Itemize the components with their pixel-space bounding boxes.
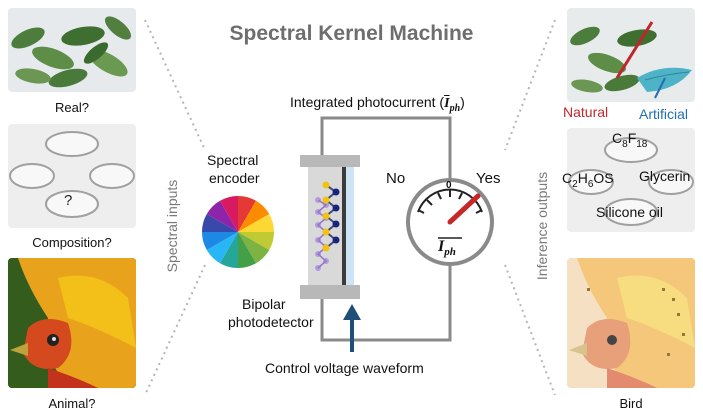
photocurrent-close: ) [460,94,465,110]
encoder-label-line2: encoder [209,170,260,186]
yellow-chain [322,181,340,252]
photocurrent-sub: ph [449,102,461,114]
dish-illustration [9,131,135,218]
caption-real: Real? [55,100,89,115]
meter-needle [447,193,481,225]
leaf-illustration [11,16,132,88]
bird-photo [8,258,136,388]
c8f18-18: 18 [636,138,648,150]
c2h6os-c: C [562,170,573,186]
leaf-output-illustration [570,21,692,99]
dish-output-illustration [568,137,694,226]
bird-output-photo [567,258,695,388]
leaves-photo [8,8,136,92]
meter-yes-label: Yes [476,170,501,187]
photocurrent-text: Integrated photocurrent ( [290,94,445,110]
c2h6os-h: H [577,170,588,186]
meter-zero-label: 0 [446,180,452,191]
dishes-output-photo [567,128,695,232]
color-wheel-icon [201,195,275,269]
detector-label-line2: photodetector [228,314,314,330]
c2h6os-os: OS [593,170,614,186]
inference-outputs-label: Inference outputs [534,171,550,281]
dishes-photo: ? [8,124,136,228]
bird-illustration [8,258,136,388]
meter-no-label: No [386,170,406,187]
c8f18-f: F [627,130,637,146]
meter-symbol-sub: ph [444,246,456,259]
unknown-mark: ? [64,192,73,209]
natural-label: Natural [563,104,609,120]
meter-symbol-i: I [438,238,445,255]
detector-layer [342,167,346,285]
photocurrent-label: Integrated photocurrent (Iph) [290,94,465,114]
c2h6os-6: 6 [587,178,594,190]
detector-electrode [346,167,354,285]
label-c8f18: C8F18 [612,130,647,150]
artificial-label: Artificial [639,106,689,122]
label-glycerin: Glycerin [639,168,691,184]
c2h6os-2: 2 [572,178,578,190]
label-silicone: Silicone oil [596,204,663,220]
encoder-label-line1: Spectral [207,152,259,168]
diagram-title: Spectral Kernel Machine [229,22,474,45]
bird-output-illustration [567,258,695,388]
photocurrent-symbol: I [444,96,450,111]
meter-symbol: Iph [438,238,456,258]
c8f18-c: C [612,130,623,146]
control-arrow-head [343,304,361,320]
detector-top-clamp [300,155,360,167]
control-voltage-label: Control voltage waveform [265,360,424,376]
detector-bottom-clamp [300,285,360,299]
caption-composition: Composition? [32,235,112,250]
label-ethanol: C2H6OS [562,170,614,190]
detector-label-line1: Bipolar [242,296,286,312]
caption-bird: Bird [619,396,643,411]
c8f18-8: 8 [622,138,628,150]
leaves-output-photo [567,8,695,102]
caption-animal: Animal? [48,396,96,411]
